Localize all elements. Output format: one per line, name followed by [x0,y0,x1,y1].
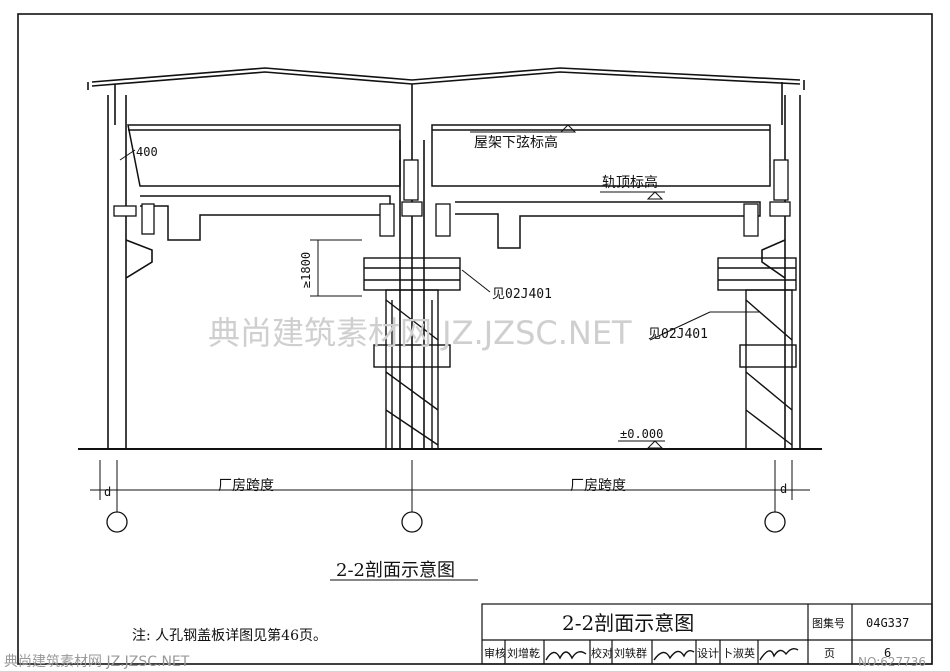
page-label: 页 [824,647,835,660]
ladder-tower-right [717,257,797,450]
checker-signature [653,649,695,661]
span-left-label: 厂房跨度 [218,478,274,494]
columns [107,95,801,449]
dimension-lines [90,131,810,581]
ref-right-label: 见02J401 [648,327,708,342]
roof-trusses [127,124,771,187]
crane-bridges [140,195,761,249]
span-right-label: 厂房跨度 [570,478,626,494]
check-label: 校对 [591,646,613,660]
section-caption: 2-2剖面示意图 [336,560,455,581]
review-label: 审核 [484,646,506,660]
atlas-number: 04G337 [866,616,909,630]
signature-marks [545,647,799,661]
elevation-markers [559,124,664,449]
designer-signature [759,647,799,661]
design-label: 设计 [697,647,719,660]
atlas-label: 图集号 [812,616,845,630]
crane-rails [113,159,791,237]
watermark-bottom-right: NO:627736 [858,655,926,669]
rail-top-label: 轨顶标高 [602,174,658,191]
reviewer-name: 刘增乾 [507,646,540,660]
ladder-tower-center [363,257,461,450]
drawing-frame [17,13,933,665]
truss-bottom-label: 屋架下弦标高 [474,134,558,151]
dim-1800-label: ≥1800 [299,252,313,288]
page-number: 6 [884,646,891,660]
designer-name: 卜淑英 [722,646,755,660]
title-block-title: 2-2剖面示意图 [562,611,694,635]
roof [87,67,805,125]
d-left-label: d [104,485,111,499]
title-block-grid [481,603,933,665]
note-text: 注: 人孔钢盖板详图见第46页。 [132,627,327,644]
d-right-label: d [780,482,787,496]
watermark-bottom-left: 典尚建筑素材网 JZ.JZSC.NET [4,654,190,670]
elevation-zero-label: ±0.000 [620,427,663,441]
axis-bubbles [106,511,786,533]
ref-left-label: 见02J401 [492,287,552,302]
dim-400-label: 400 [136,145,158,159]
reviewer-signature [545,651,587,661]
watermark-center: 典尚建筑素材网 JZ.JZSC.NET [208,314,632,352]
checker-name: 刘轶群 [614,646,647,660]
